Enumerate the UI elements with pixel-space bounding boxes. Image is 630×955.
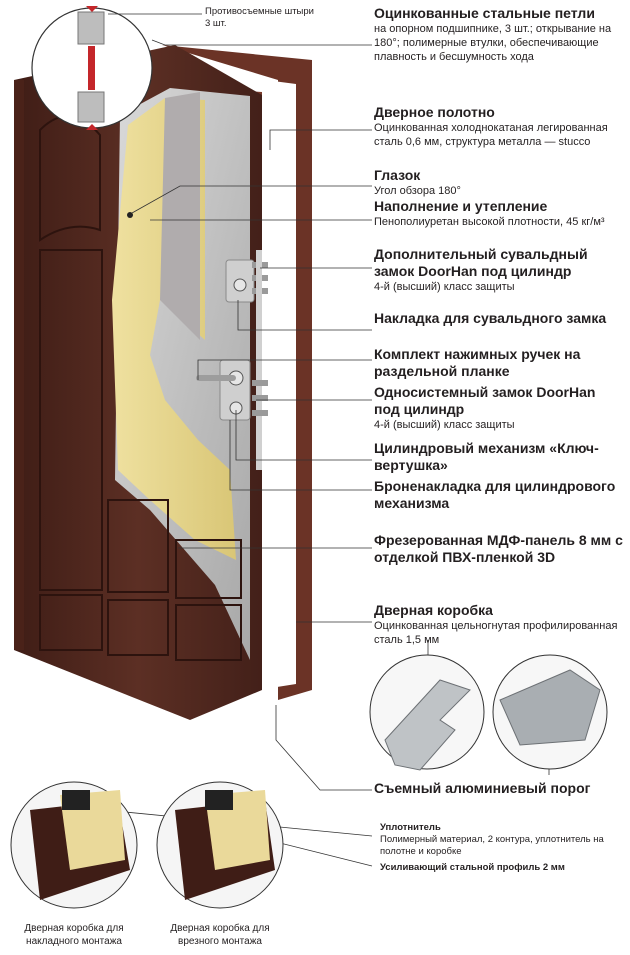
callout-title: Глазок bbox=[374, 167, 421, 183]
callout-title: Накладка для сувальдного замка bbox=[374, 310, 607, 326]
callout-hinges: Оцинкованные стальные петли на опорном п… bbox=[374, 5, 624, 64]
pins-count: 3 шт. bbox=[205, 18, 227, 29]
frame-profile-1 bbox=[369, 654, 485, 771]
callout-insulation: Наполнение и утепление Пенополиуретан вы… bbox=[374, 198, 624, 229]
callout-peephole: Глазок Угол обзора 180° bbox=[374, 167, 624, 198]
hinge-detail bbox=[31, 6, 153, 130]
caption-overlay: Дверная коробка для накладного монтажа bbox=[24, 923, 124, 947]
seal-title: Уплотнитель bbox=[380, 822, 441, 833]
callout-title: Броненакладка для цилиндрового механизма bbox=[374, 478, 616, 511]
callout-cylinder: Цилиндровый механизм «Ключ-вертушка» bbox=[374, 440, 624, 474]
callout-frame: Дверная коробка Оцинкованная цельногнута… bbox=[374, 602, 624, 647]
callout-lever-lock: Дополнительный сувальдный замок DoorHan … bbox=[374, 246, 624, 294]
callout-title: Съемный алюминиевый порог bbox=[374, 780, 591, 796]
peephole bbox=[127, 212, 133, 218]
callout-mdf-panel: Фрезерованная МДФ-панель 8 мм с отделкой… bbox=[374, 532, 624, 566]
callout-desc: Угол обзора 180° bbox=[374, 185, 461, 197]
callout-desc: Оцинкованная цельногнутая профилированна… bbox=[374, 620, 618, 646]
callout-title: Дверное полотно bbox=[374, 104, 495, 120]
caption-mortise: Дверная коробка для врезного монтажа bbox=[170, 923, 270, 947]
seal-desc: Полимерный материал, 2 контура, уплотнит… bbox=[380, 834, 604, 857]
callout-title: Дверная коробка bbox=[374, 602, 493, 618]
callout-main-lock: Односистемный замок DoorHan под цилиндр … bbox=[374, 384, 624, 432]
threshold-profile bbox=[492, 654, 608, 770]
callout-title: Комплект нажимных ручек на раздельной пл… bbox=[374, 346, 581, 379]
callout-desc: на опорном подшипнике, 3 шт.; открывание… bbox=[374, 23, 612, 63]
pins-title: Противосъемные штыри bbox=[205, 6, 314, 17]
callout-desc: 4-й (высший) класс защиты bbox=[374, 281, 515, 293]
door-leaf bbox=[14, 45, 262, 720]
callout-desc: Пенополиуретан высокой плотности, 45 кг/… bbox=[374, 216, 605, 228]
callout-title: Наполнение и утепление bbox=[374, 198, 548, 214]
callout-desc: Оцинкованная холоднокатаная легированная… bbox=[374, 122, 608, 148]
callout-title: Цилиндровый механизм «Ключ-вертушка» bbox=[374, 440, 599, 473]
callout-title: Оцинкованные стальные петли bbox=[374, 5, 595, 21]
callout-title: Односистемный замок DoorHan под цилиндр bbox=[374, 384, 596, 417]
pins-label: Противосъемные штыри 3 шт. bbox=[205, 6, 314, 30]
callout-leaf: Дверное полотно Оцинкованная холодноката… bbox=[374, 104, 624, 149]
callout-desc: 4-й (высший) класс защиты bbox=[374, 419, 515, 431]
callout-title: Дополнительный сувальдный замок DoorHan … bbox=[374, 246, 588, 279]
callout-handles: Комплект нажимных ручек на раздельной пл… bbox=[374, 346, 624, 380]
profile-title: Усиливающий стальной профиль 2 мм bbox=[380, 862, 565, 873]
section-overlay bbox=[10, 781, 138, 909]
callout-threshold: Съемный алюминиевый порог bbox=[374, 780, 624, 797]
callout-lock-plate: Накладка для сувальдного замка bbox=[374, 310, 624, 327]
callout-armor-plate: Броненакладка для цилиндрового механизма bbox=[374, 478, 624, 512]
callout-title: Фрезерованная МДФ-панель 8 мм с отделкой… bbox=[374, 532, 623, 565]
section-mortise bbox=[156, 781, 284, 909]
seal-label: Уплотнитель Полимерный материал, 2 конту… bbox=[380, 822, 620, 858]
profile-label: Усиливающий стальной профиль 2 мм bbox=[380, 862, 620, 874]
